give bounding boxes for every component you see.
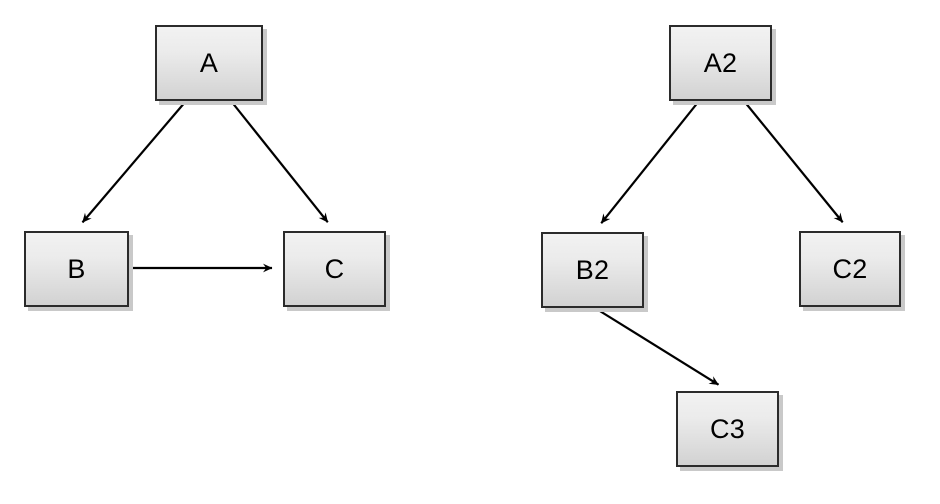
node-label: C3 [710, 413, 745, 444]
node-a[interactable]: A [155, 25, 263, 101]
node-label: A [199, 47, 219, 78]
edges-group [81, 100, 844, 386]
node-c3[interactable]: C3 [676, 391, 779, 467]
node-b[interactable]: B [24, 231, 129, 307]
node-c[interactable]: C [283, 231, 386, 307]
node-c2[interactable]: C2 [799, 231, 901, 307]
node-label: C [324, 253, 345, 284]
node-b2[interactable]: B2 [541, 232, 644, 308]
node-label: C2 [832, 253, 868, 284]
edge-a-c [230, 100, 329, 223]
edge-b2-c3 [594, 307, 720, 386]
edge-a-b [81, 100, 187, 224]
edge-a2-b2 [600, 100, 700, 224]
node-label: B [67, 253, 86, 284]
edge-a2-c2 [743, 100, 844, 223]
node-a2[interactable]: A2 [669, 25, 772, 101]
node-label: B2 [575, 254, 610, 285]
node-label: A2 [703, 47, 738, 78]
